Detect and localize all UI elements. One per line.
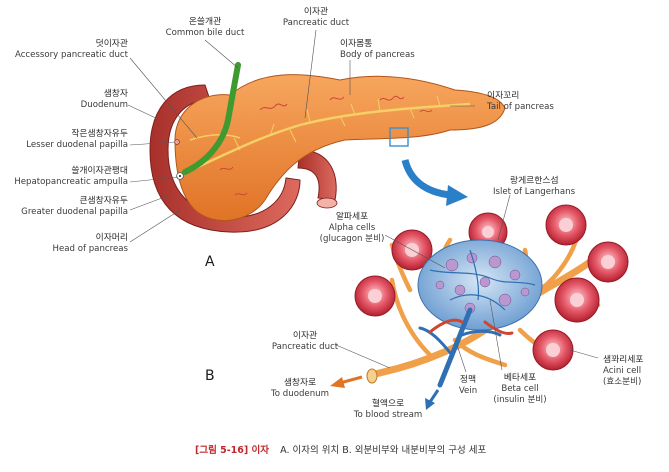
label-acini-sub: (효소분비) xyxy=(603,376,641,387)
label-vein-en: Vein xyxy=(459,386,477,396)
label-beta-en: Beta cell xyxy=(501,384,538,394)
acinus xyxy=(354,275,396,317)
label-head-en: Head of pancreas xyxy=(53,244,129,254)
label-duodenum-ko: 샘창자 xyxy=(104,88,128,99)
label-lesser-papilla-ko: 작은샘창자유두 xyxy=(71,128,128,139)
acinus xyxy=(554,277,600,323)
jejunum-opening xyxy=(316,197,338,209)
islet xyxy=(417,239,543,331)
acinus xyxy=(532,329,574,371)
label-beta-ko: 베타세포 xyxy=(504,372,536,383)
panel-a-leaders xyxy=(127,29,475,243)
acinus xyxy=(587,241,629,283)
vein-shape xyxy=(437,307,473,388)
common-bile-duct-shape xyxy=(182,62,241,175)
label-islet-ko: 랑게르한스섬 xyxy=(510,174,559,186)
label-ampulla-ko: 쓸개이자관팽대 xyxy=(71,165,128,176)
panel-a-organ xyxy=(149,62,506,233)
jejunum-shape xyxy=(297,149,337,201)
label-alpha-sub: (glucagon 분비) xyxy=(320,233,385,244)
pancreas-shape xyxy=(174,74,506,222)
duodenum-shape xyxy=(149,84,301,233)
panel-b-diagram xyxy=(330,194,629,410)
label-lesser-papilla-en: Lesser duodenal papilla xyxy=(26,140,128,150)
svg-text:[그림 5-16] 이자 A. 이자의 위치: [그림 5-16] 이자 A. 이자의 위치 B. 외분비부와 내분비부의 구성… xyxy=(195,438,486,457)
label-beta-sub: (insulin 분비) xyxy=(493,394,546,405)
label-greater-papilla-en: Greater duodenal papilla xyxy=(21,207,128,217)
duct-opening xyxy=(366,368,378,384)
to-duodenum-arrow xyxy=(339,375,363,385)
caption-text: A. 이자의 위치 B. 외분비부와 내분비부의 구성 세포 xyxy=(280,444,486,456)
label-alpha-ko: 알파세포 xyxy=(336,211,368,222)
label-greater-papilla-ko: 큰샘창자유두 xyxy=(79,195,128,206)
to-blood-arrow xyxy=(428,389,440,403)
label-tail-ko: 이자꼬리 xyxy=(487,90,519,101)
label-to-duodenum-en: To duodenum xyxy=(270,389,329,399)
label-pancreatic-duct-b-en: Pancreatic duct xyxy=(272,342,339,352)
pancreatic-duct-a xyxy=(179,102,471,177)
label-pancreatic-duct-b-ko: 이자관 xyxy=(293,330,317,341)
label-accessory-duct-ko: 덧이자관 xyxy=(96,37,128,49)
panel-b-labels: 랑게르한스섬 Islet of Langerhans 알파세포 Alpha ce… xyxy=(205,174,643,420)
label-vein-ko: 정맥 xyxy=(460,374,476,385)
label-body-ko: 이자몸통 xyxy=(340,38,372,49)
label-duodenum-en: Duodenum xyxy=(81,100,128,110)
zoom-arrow xyxy=(401,158,451,199)
label-to-duodenum-ko: 샘창자로 xyxy=(284,377,316,388)
label-pancreatic-duct-ko: 이자관 xyxy=(304,6,328,17)
caption-figure-number: [그림 5-16] 이자 xyxy=(195,444,269,456)
label-tail-en: Tail of pancreas xyxy=(486,102,554,112)
label-ampulla-en: Hepatopancreatic ampulla xyxy=(14,177,128,187)
figure-caption: [그림 5-16] 이자 A. 이자의 위치 B. 외분비부와 내분비부의 구성… xyxy=(195,438,486,457)
magnify-box xyxy=(389,127,409,147)
label-acini-en: Acini cell xyxy=(603,366,641,376)
panel-label-b: B xyxy=(205,368,215,384)
label-to-blood-ko: 혈액으로 xyxy=(372,397,404,409)
label-head-ko: 이자머리 xyxy=(96,232,128,243)
label-common-bile-duct-en: Common bile duct xyxy=(166,28,245,38)
label-acini-ko: 샘꽈리세포 xyxy=(603,354,643,365)
panel-b-leaders xyxy=(335,194,599,373)
label-body-en: Body of pancreas xyxy=(340,50,415,60)
panel-label-a: A xyxy=(205,254,215,270)
label-alpha-en: Alpha cells xyxy=(329,223,376,233)
label-common-bile-duct-ko: 온쓸개관 xyxy=(189,16,221,27)
label-pancreatic-duct-en: Pancreatic duct xyxy=(283,18,350,28)
acinus xyxy=(545,204,587,246)
label-islet-en: Islet of Langerhans xyxy=(493,187,576,197)
label-accessory-duct-en: Accessory pancreatic duct xyxy=(15,50,129,60)
lesser-papilla-dot xyxy=(174,139,180,145)
panel-a-labels: 온쓸개관 Common bile duct 덧이자관 Accessory pan… xyxy=(14,6,554,270)
label-to-blood-en: To blood stream xyxy=(353,410,422,420)
